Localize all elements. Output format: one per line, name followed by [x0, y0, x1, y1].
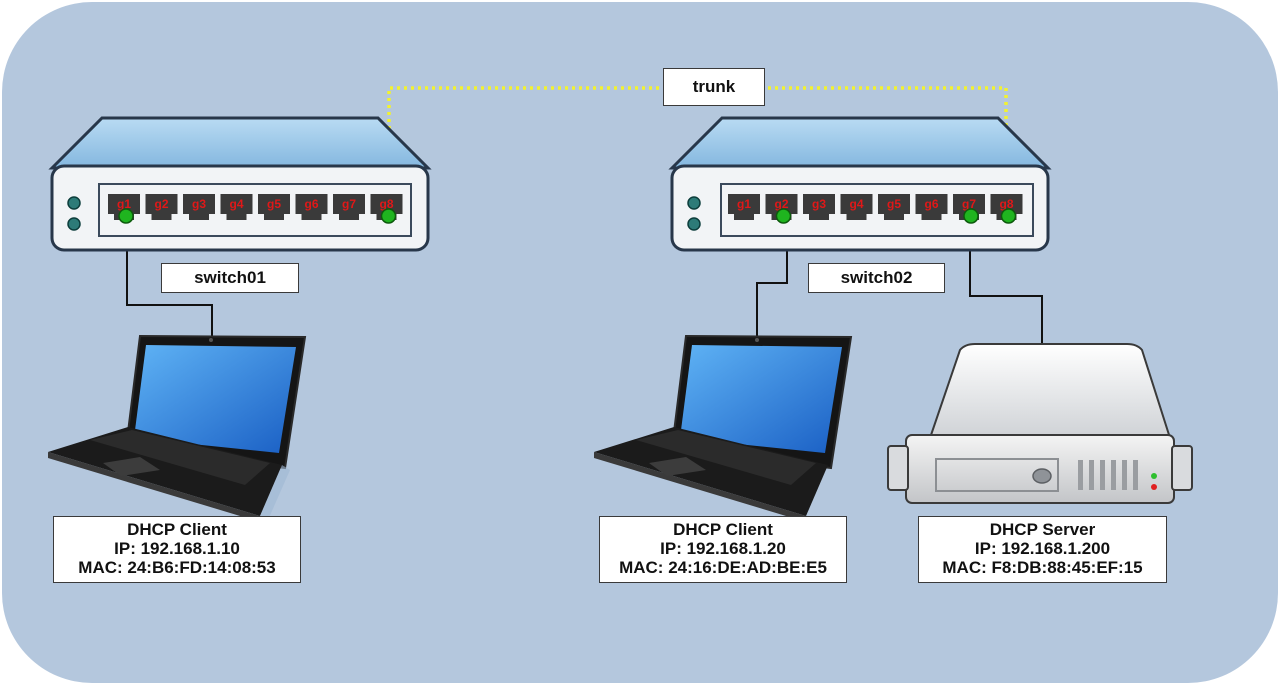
status-led-icon	[67, 196, 81, 210]
port-label: g2	[774, 197, 788, 211]
status-led-icon	[687, 217, 701, 231]
port-g2: g2	[145, 194, 178, 220]
port-g1: g1	[108, 194, 140, 224]
host-ip: IP: 192.168.1.10	[114, 539, 240, 558]
link-active-icon	[775, 208, 792, 224]
port-label: g8	[379, 197, 393, 211]
host-mac: MAC: 24:16:DE:AD:BE:E5	[619, 558, 827, 577]
port-g8: g8	[370, 194, 403, 224]
host-mac: MAC: 24:B6:FD:14:08:53	[78, 558, 276, 577]
port-g5: g5	[878, 194, 910, 220]
port-g7: g7	[953, 194, 985, 224]
port-label: g6	[924, 197, 938, 211]
cable-switch01-g1	[126, 217, 213, 338]
port-label: g5	[887, 197, 901, 211]
link-active-icon	[118, 208, 134, 224]
port-label: g3	[192, 197, 206, 211]
switch01-label: switch01	[161, 263, 299, 293]
link-active-icon	[963, 208, 979, 224]
switch01-device: g1 g2 g3 g4 g5 g6 g7 g8	[48, 116, 432, 252]
port-label: g2	[154, 197, 168, 211]
status-led-icon	[67, 217, 81, 231]
host-mac: MAC: F8:DB:88:45:EF:15	[942, 558, 1143, 577]
laptop-icon	[594, 334, 853, 522]
switch02-label: switch02	[808, 263, 945, 293]
port-g1: g1	[728, 194, 760, 220]
power-led-icon	[1151, 473, 1157, 479]
trunk-label: trunk	[663, 68, 765, 106]
port-label: g8	[999, 197, 1013, 211]
port-g3: g3	[183, 194, 215, 220]
host-role: DHCP Server	[989, 520, 1096, 539]
switch02-device: g1 g2 g3 g4 g5 g6 g7 g8	[668, 116, 1052, 252]
port-label: g1	[737, 197, 751, 211]
port-label: g5	[267, 197, 281, 211]
port-label: g4	[849, 197, 863, 211]
port-g4: g4	[220, 194, 253, 220]
port-label: g4	[229, 197, 243, 211]
port-label: g3	[812, 197, 826, 211]
link-active-icon	[1000, 208, 1017, 224]
host-ip: IP: 192.168.1.20	[660, 539, 786, 558]
port-g3: g3	[803, 194, 835, 220]
host-info-client1: DHCP Client IP: 192.168.1.10 MAC: 24:B6:…	[53, 516, 301, 583]
laptop-icon	[48, 334, 307, 522]
port-label: g6	[304, 197, 318, 211]
port-label: g7	[342, 197, 356, 211]
cable-switch02-g7	[969, 217, 1043, 344]
host-role: DHCP Client	[673, 520, 773, 539]
port-g8: g8	[990, 194, 1023, 224]
port-g2: g2	[765, 194, 798, 224]
host-info-client2: DHCP Client IP: 192.168.1.20 MAC: 24:16:…	[599, 516, 847, 583]
host-ip: IP: 192.168.1.200	[974, 539, 1111, 558]
port-label: g7	[962, 197, 976, 211]
port-g7: g7	[333, 194, 365, 220]
port-g6: g6	[915, 194, 948, 220]
port-label: g1	[117, 197, 131, 211]
alert-led-icon	[1151, 484, 1157, 490]
port-g6: g6	[295, 194, 328, 220]
port-g5: g5	[258, 194, 290, 220]
server-icon	[887, 343, 1193, 504]
host-role: DHCP Client	[127, 520, 227, 539]
port-g4: g4	[840, 194, 873, 220]
host-info-server: DHCP Server IP: 192.168.1.200 MAC: F8:DB…	[918, 516, 1167, 583]
link-active-icon	[380, 208, 397, 224]
status-led-icon	[687, 196, 701, 210]
